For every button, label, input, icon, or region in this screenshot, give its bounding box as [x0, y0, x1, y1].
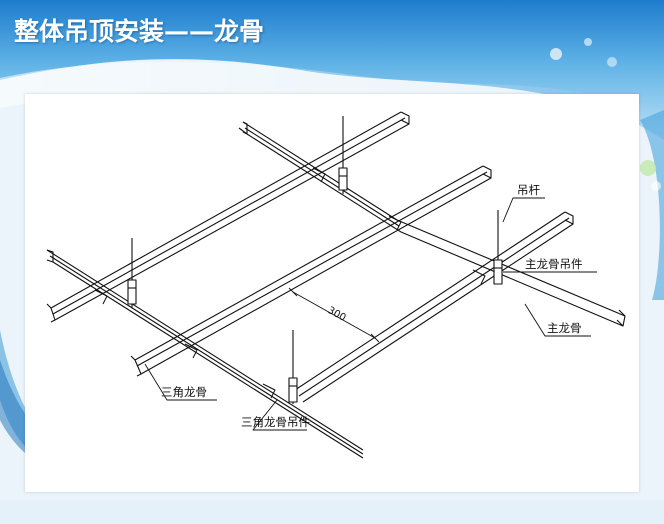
keel-diagram: 300 吊杆 主龙骨吊件 主龙骨 三角龙骨 三角龙骨吊件 [46, 111, 626, 459]
label-triangle-keel: 三角龙骨 [161, 385, 207, 399]
hanger-rod-3 [493, 210, 503, 285]
slide-title: 整体吊顶安装——龙骨 [14, 17, 265, 46]
label-triangle-keel-hanger: 三角龙骨吊件 [241, 415, 310, 429]
upper-keels [46, 111, 574, 403]
diagram-panel: 300 吊杆 主龙骨吊件 主龙骨 三角龙骨 三角龙骨吊件 [25, 94, 639, 492]
upper-keel-3 [294, 211, 574, 403]
upper-keel-2 [130, 165, 492, 377]
hanger-rod-4 [288, 330, 298, 404]
upper-keel-1 [46, 111, 410, 323]
hanger-rod-1 [338, 116, 348, 194]
crossing-notches [94, 167, 486, 399]
leader-lines [144, 197, 597, 431]
hanger-rod-2 [127, 238, 137, 308]
label-hanger-rod: 吊杆 [517, 183, 540, 197]
label-main-keel: 主龙骨 [547, 321, 582, 335]
label-main-keel-hanger: 主龙骨吊件 [525, 257, 583, 271]
lower-keel-front [46, 249, 364, 459]
hanger-rods [127, 116, 503, 404]
dimension-300 [288, 287, 380, 343]
lower-keel-right [396, 219, 626, 327]
lower-keel-back [238, 121, 402, 233]
